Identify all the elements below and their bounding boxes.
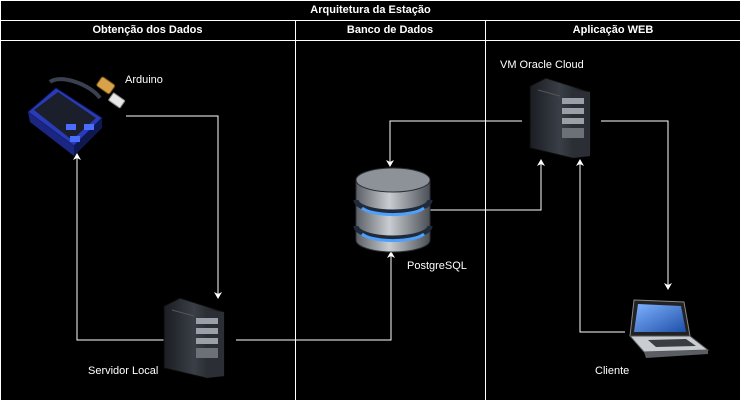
usb-hub-icon [27,76,126,156]
edge-postgresql-to-vm [430,159,545,211]
edge-arduino-to-servidor [126,115,222,299]
diagram-title: Arquitetura da Estação [310,4,431,16]
edges [73,115,672,341]
edge-vm-to-cliente [601,120,672,290]
node-label-postgresql: PostgreSQL [407,260,467,272]
edge-servidor-to-arduino [73,153,165,341]
server-tower-icon [163,297,225,379]
lane-header-obtencao: Obtenção dos Dados [92,24,203,36]
node-label-arduino: Arduino [125,74,163,86]
lane-header-aplicacao: Aplicação WEB [572,24,654,36]
node-label-cliente: Cliente [595,365,630,377]
edge-servidor-to-postgresql [236,251,395,341]
server-tower-icon [529,77,591,159]
lane-header-banco: Banco de Dados [346,24,434,36]
database-icon [353,167,433,253]
node-label-servidor-local: Servidor Local [88,365,159,377]
edge-vm-to-postgresql [386,120,522,167]
laptop-icon [628,299,710,358]
node-label-vm-oracle: VM Oracle Cloud [500,59,584,71]
edge-cliente-to-vm [576,159,625,333]
